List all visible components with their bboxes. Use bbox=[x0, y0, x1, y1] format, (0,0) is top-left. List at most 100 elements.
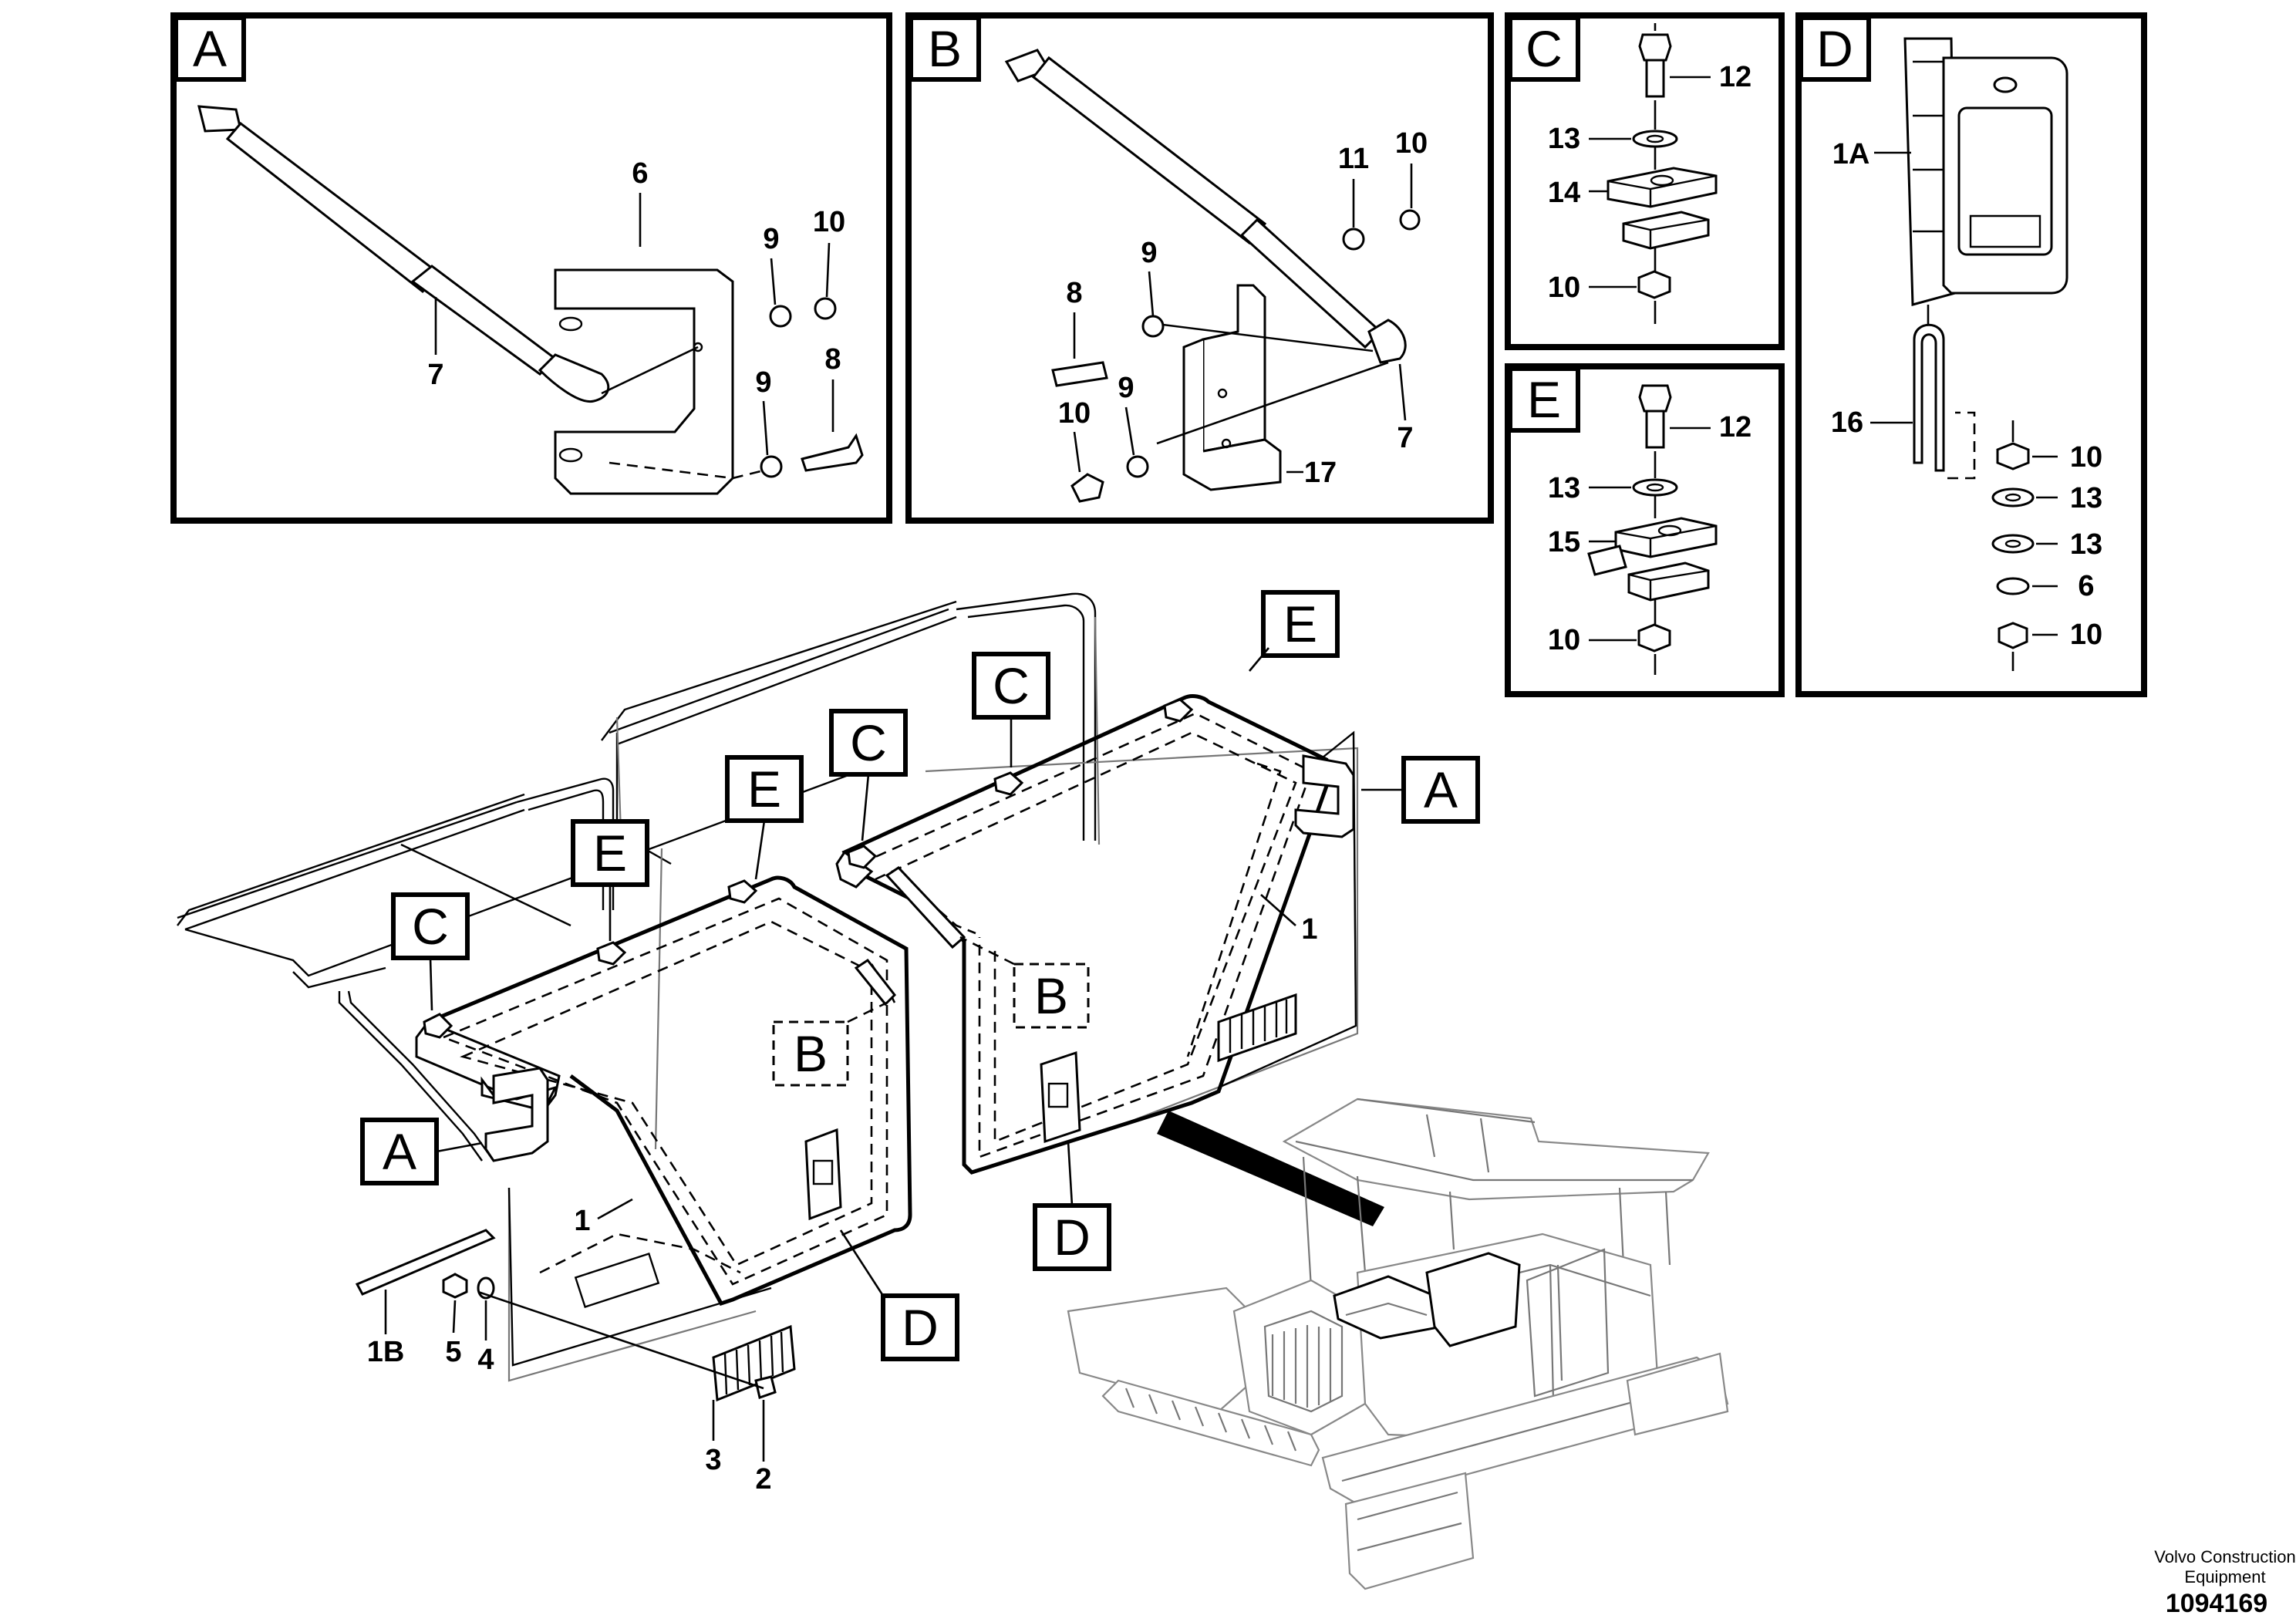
callout-10-d: 10 bbox=[2070, 441, 2102, 474]
hardware-stack-d bbox=[1991, 420, 2035, 671]
main-tag-e-top: E bbox=[1249, 590, 1340, 672]
callout-14: 14 bbox=[1548, 177, 1580, 209]
callout-1a: 1A bbox=[1832, 138, 1870, 170]
bolt-12-shank bbox=[1645, 59, 1665, 98]
svg-text:E: E bbox=[593, 824, 627, 882]
bolt-8-b bbox=[1051, 361, 1108, 387]
gas-strut-b bbox=[1004, 49, 1407, 364]
seal-strip-1b bbox=[355, 1229, 496, 1296]
callout-10-b-top: 10 bbox=[1395, 127, 1428, 160]
callout-5: 5 bbox=[445, 1336, 461, 1368]
callout-13-d: 13 bbox=[2070, 482, 2102, 514]
cabinet-left bbox=[415, 875, 912, 1367]
washer-9-b bbox=[1141, 315, 1165, 338]
callout-2: 2 bbox=[755, 1463, 771, 1496]
washer-13 bbox=[1632, 130, 1678, 148]
panel-a-label: A bbox=[193, 20, 227, 77]
svg-text:C: C bbox=[850, 714, 887, 771]
main-tag-a-left: A bbox=[360, 1118, 483, 1185]
main-tag-e-3: E bbox=[571, 819, 649, 941]
detail-panel-a: A 6 7 9 10 9 8 bbox=[170, 12, 892, 524]
svg-text:E: E bbox=[747, 760, 781, 818]
nut-10-b-upper bbox=[1399, 209, 1421, 231]
bracket-17 bbox=[1182, 284, 1282, 491]
washer-9 bbox=[769, 305, 792, 328]
callout-10-b: 10 bbox=[1058, 397, 1091, 430]
washer-11 bbox=[1342, 228, 1365, 251]
nut-5 bbox=[442, 1273, 468, 1299]
callout-12-e: 12 bbox=[1719, 411, 1752, 443]
callout-10: 10 bbox=[813, 206, 845, 238]
svg-text:A: A bbox=[1424, 761, 1458, 818]
callout-6: 6 bbox=[632, 157, 648, 190]
vent-grille-3 bbox=[712, 1324, 796, 1402]
panel-e-label: E bbox=[1527, 371, 1561, 428]
callout-9-lower: 9 bbox=[755, 366, 771, 399]
bolt-8 bbox=[801, 433, 864, 472]
callout-15: 15 bbox=[1548, 526, 1580, 558]
plate-14 bbox=[1607, 167, 1718, 250]
main-tag-c-2: C bbox=[829, 709, 908, 841]
main-tag-c-3: C bbox=[391, 892, 470, 1011]
callout-1-left: 1 bbox=[574, 1205, 590, 1237]
detail-panel-c: C 12 13 14 10 bbox=[1505, 12, 1785, 350]
callout-7-b: 7 bbox=[1397, 422, 1413, 454]
drawing-footer: Volvo Construction Equipment 1094169 bbox=[2154, 1547, 2295, 1618]
svg-text:D: D bbox=[902, 1299, 939, 1356]
callout-11: 11 bbox=[1338, 143, 1369, 175]
main-tag-d-left: D bbox=[839, 1229, 959, 1361]
u-bolt-16 bbox=[1913, 323, 1945, 472]
nut-10 bbox=[814, 297, 837, 320]
callout-10-c: 10 bbox=[1548, 271, 1580, 304]
main-tag-b-left: B bbox=[772, 1001, 888, 1087]
plate-15 bbox=[1587, 517, 1718, 602]
callout-13-e: 13 bbox=[1548, 472, 1580, 504]
svg-text:A: A bbox=[383, 1123, 416, 1180]
callout-9-b: 9 bbox=[1141, 237, 1157, 269]
company-line-1: Volvo Construction bbox=[2154, 1547, 2295, 1566]
callout-6-d: 6 bbox=[2078, 570, 2094, 602]
callout-13: 13 bbox=[1548, 123, 1580, 155]
paddle-latch-1a bbox=[1903, 37, 2068, 306]
panel-c-label: C bbox=[1526, 20, 1563, 77]
bolt-12-head bbox=[1638, 33, 1672, 62]
main-tag-b-right: B bbox=[959, 936, 1090, 1029]
drawing-number: 1094169 bbox=[2166, 1589, 2267, 1618]
svg-text:C: C bbox=[993, 657, 1030, 714]
main-tag-d-right: D bbox=[1033, 1141, 1111, 1271]
callout-7: 7 bbox=[427, 359, 443, 391]
callout-10-e: 10 bbox=[1548, 624, 1580, 656]
bracket-6 bbox=[554, 268, 734, 495]
detail-panel-e: E 12 13 15 10 bbox=[1505, 363, 1785, 697]
callout-10-d-2: 10 bbox=[2070, 619, 2102, 651]
nut-10-b bbox=[1070, 473, 1104, 503]
svg-text:C: C bbox=[412, 898, 449, 955]
callout-8-b: 8 bbox=[1066, 277, 1082, 309]
machine-overview bbox=[1067, 1098, 1729, 1590]
callout-9-b-lower: 9 bbox=[1118, 372, 1134, 404]
detail-panel-d: D 1A 16 10 13 bbox=[1795, 12, 2147, 697]
nut-10-c bbox=[1637, 270, 1671, 299]
callout-3: 3 bbox=[705, 1444, 721, 1476]
bolt-2 bbox=[754, 1375, 777, 1399]
vent-grille-right bbox=[1217, 993, 1297, 1063]
main-tag-e-2: E bbox=[725, 755, 804, 880]
callout-17: 17 bbox=[1304, 457, 1337, 489]
callout-1b: 1B bbox=[367, 1336, 405, 1368]
company-line-2: Equipment bbox=[2184, 1567, 2265, 1587]
washer-13-e bbox=[1632, 478, 1678, 497]
main-tag-a-right: A bbox=[1361, 756, 1480, 824]
svg-text:B: B bbox=[794, 1025, 828, 1082]
cabinet-right bbox=[835, 694, 1357, 1175]
svg-text:E: E bbox=[1283, 595, 1317, 653]
svg-text:D: D bbox=[1054, 1209, 1091, 1266]
callout-4: 4 bbox=[477, 1344, 494, 1376]
gas-strut bbox=[197, 105, 610, 403]
svg-text:B: B bbox=[1034, 967, 1068, 1024]
callout-13-d-2: 13 bbox=[2070, 528, 2102, 561]
nut-10-e bbox=[1637, 623, 1671, 653]
panel-b-label: B bbox=[928, 20, 962, 77]
callout-12: 12 bbox=[1719, 61, 1752, 93]
main-tag-c-1: C bbox=[972, 652, 1050, 767]
